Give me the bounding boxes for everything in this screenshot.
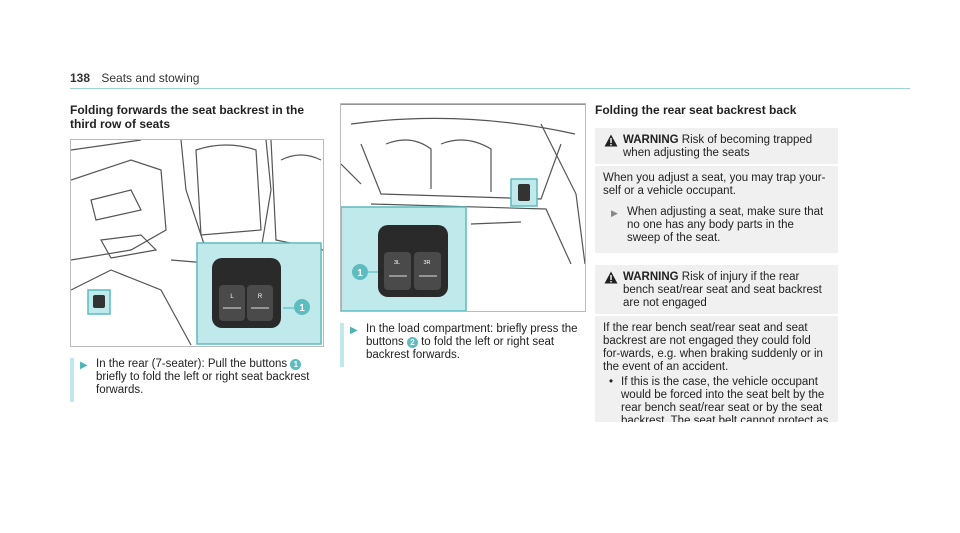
step-arrow-icon: ▶: [611, 208, 618, 218]
button-left-label: L: [230, 294, 234, 300]
left-heading: Folding forwards the seat backrest in th…: [70, 103, 305, 131]
callout-badge: 2: [406, 337, 418, 348]
warning-header: WARNING Risk of injury if the rear bench…: [595, 265, 838, 316]
warning-step: ▶ When adjusting a seat, make sure that …: [603, 206, 830, 245]
button-3l-label: 3L: [394, 260, 400, 266]
figure-callout-1b: 1: [357, 268, 363, 279]
callout-badge: 1: [290, 359, 302, 370]
button-right-label: R: [258, 294, 263, 300]
left-step: ▶ In the rear (7-seater): Pull the butto…: [70, 358, 320, 402]
warning-text: If the rear bench seat/rear seat and sea…: [603, 322, 823, 373]
warning-header: WARNING Risk of becoming trapped when ad…: [595, 128, 838, 166]
warning-body: When you adjust a seat, you may trap you…: [595, 166, 838, 253]
warning-step-text: When adjusting a seat, make sure that no…: [627, 206, 824, 244]
warning-box-trapped: WARNING Risk of becoming trapped when ad…: [595, 128, 838, 253]
load-compartment-figure: 3L 3R 1: [340, 103, 586, 312]
page-header: 138 Seats and stowing: [70, 71, 199, 85]
warning-triangle-icon: [604, 271, 618, 284]
right-heading: Folding the rear seat backrest back: [595, 103, 797, 117]
warning-title: WARNING: [623, 134, 679, 146]
warning-triangle-icon: [604, 134, 618, 147]
middle-step: ▶ In the load compartment: briefly press…: [340, 323, 585, 367]
step-highlight-bar: [70, 358, 74, 402]
warning-text: When you adjust a seat, you may trap you…: [603, 172, 826, 197]
step-arrow-icon: ▶: [350, 325, 358, 336]
bullet-dot-icon: •: [609, 376, 614, 388]
third-row-seat-figure: L R 1: [70, 139, 324, 347]
warning-bullet-text: If this is the case, the vehicle occupan…: [621, 376, 829, 422]
warning-box-injury: WARNING Risk of injury if the rear bench…: [595, 265, 838, 422]
warning-subtitle: Risk of injury if the rear bench seat/re…: [623, 271, 822, 309]
step-highlight-bar: [340, 323, 344, 367]
warning-title: WARNING: [623, 271, 679, 283]
section-title: Seats and stowing: [101, 71, 200, 85]
header-divider: [70, 88, 910, 89]
middle-step-text: In the load compartment: briefly press t…: [366, 323, 578, 361]
button-3r-label: 3R: [423, 260, 430, 266]
figure-callout-1: 1: [299, 303, 305, 314]
warning-bullet: • If this is the case, the vehicle occup…: [603, 376, 830, 422]
left-step-text: In the rear (7-seater): Pull the buttons…: [96, 358, 310, 396]
step-arrow-icon: ▶: [80, 360, 88, 371]
page-number: 138: [70, 71, 91, 85]
warning-body: If the rear bench seat/rear seat and sea…: [595, 316, 838, 422]
warning-subtitle: Risk of becoming trapped when adjusting …: [623, 134, 813, 159]
